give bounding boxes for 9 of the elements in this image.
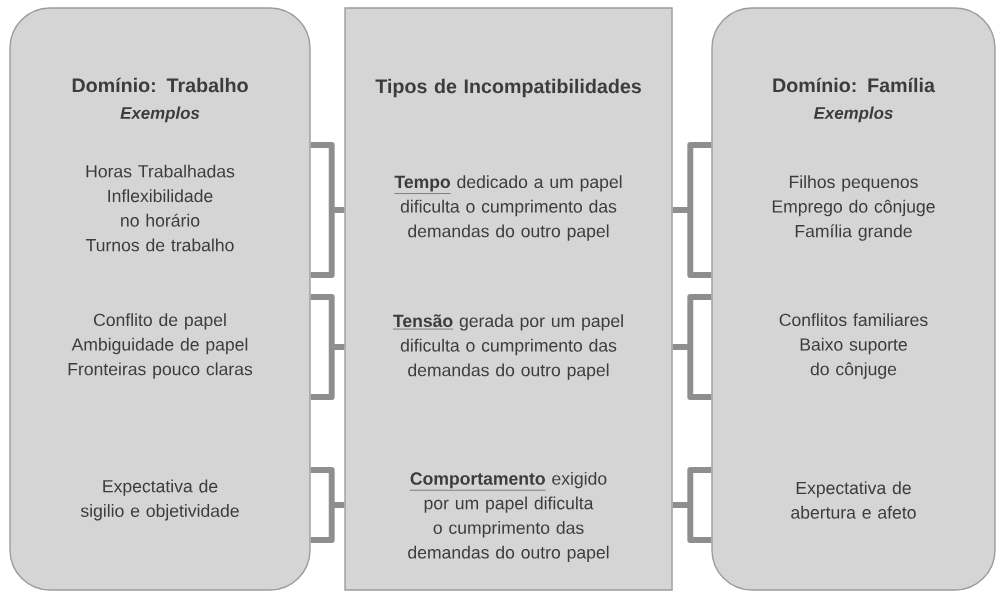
example-list: Horas Trabalhadas Inflexibilidade no horário Turnos de trabalho [86, 164, 235, 252]
description-text: Tensão gerada por um papel dificulta o cumprimento das demandas do outro papel [392, 314, 623, 380]
example-list: Expectativa de sigilio e objetividade [80, 479, 239, 521]
example-list: Conflito de papel Ambiguidade de papel Fronteiras pouco claras [68, 313, 253, 379]
description-text: Tempo dedicado a um papel dificulta o cumprimento das demandas do outro papel [394, 175, 622, 241]
example-list: Conflitos familiares Baixo suporte do cônjuge [779, 313, 928, 379]
example-list: Expectativa de abertura e afeto [791, 481, 916, 519]
example-list: Filhos pequenos Emprego do cônjuge Família grande [772, 175, 935, 241]
description-text: Comportamento exigido por um papel dificulta o cumprimento das demandas do outro papel [408, 471, 609, 563]
